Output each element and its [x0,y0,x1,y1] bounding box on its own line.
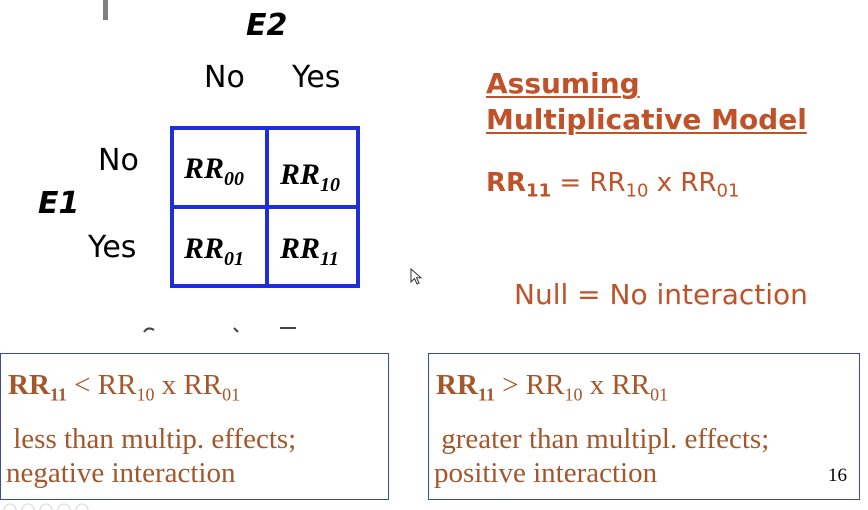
model-title: Assuming Multiplicative Model [486,67,807,136]
row-header-yes: Yes [88,230,137,265]
page-number: 16 [828,465,847,486]
mouse-pointer-icon [410,268,423,285]
cell-rr01: RR01 [184,232,245,270]
positive-description: greater than multipl. effects; positive … [434,423,770,489]
negative-interaction-box: RR11 < RR10 x RR01 less than multip. eff… [0,353,389,500]
positive-interaction-box: RR11 > RR10 x RR01 greater than multipl.… [428,353,860,500]
row-factor-label: E1 [38,186,80,221]
cropped-text-fragment [143,327,296,333]
col-factor-label: E2 [246,8,288,43]
cell-rr11: RR11 [280,232,339,270]
slide-edge-mark [103,0,108,20]
rr-table-grid: RR00 RR10 RR01 RR11 [170,126,360,288]
positive-inequality: RR11 > RR10 x RR01 [436,369,669,405]
cell-rr10: RR10 [280,158,341,196]
faded-slide-controls [3,503,89,510]
negative-inequality: RR11 < RR10 x RR01 [8,369,241,405]
grid-divider-horizontal [174,205,356,209]
col-header-no: No [204,60,245,95]
cell-rr00: RR00 [184,152,245,190]
negative-description: less than multip. effects; negative inte… [6,423,297,489]
model-formula: RR11 = RR10 x RR01 [486,168,740,202]
row-header-no: No [98,143,139,178]
col-header-yes: Yes [292,60,341,95]
null-hypothesis: Null = No interaction [514,278,808,311]
